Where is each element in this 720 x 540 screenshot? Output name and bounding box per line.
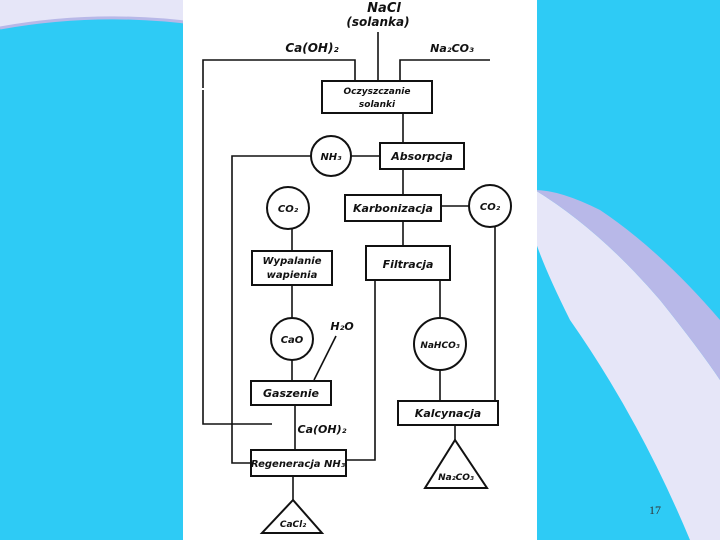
slaking-label: Gaszenie [263, 387, 319, 400]
right-swoosh [535, 190, 720, 540]
nh3-recycle-line [231, 155, 311, 464]
nh3-label: NH₃ [320, 152, 342, 163]
co2-left-circle [266, 186, 310, 230]
caoh2-return-line [202, 90, 272, 425]
solanka-label: (solanka) [346, 15, 409, 29]
caoh2-feed-line [202, 59, 356, 88]
soda-product-label: Na₂CO₃ [438, 473, 474, 483]
filtr-liquor-line [346, 280, 376, 461]
lime-burning-label-1: Wypalanie [263, 256, 322, 267]
co2-right-label: CO₂ [480, 202, 501, 213]
caoh2-mid-label: Ca(OH)₂ [298, 423, 347, 436]
purification-label-1: Oczyszczanie [344, 87, 411, 97]
nahco3-label: NaHCO₃ [420, 341, 459, 351]
slaking-box [250, 380, 332, 406]
cao-label: CaO [281, 335, 304, 346]
filtration-box [365, 245, 451, 281]
h2o-to-slaking-line [313, 335, 337, 381]
regeneration-box [250, 449, 347, 477]
nacl-label: NaCl [367, 1, 401, 16]
na2co3-feed-line [399, 59, 490, 80]
lime-burning-box [251, 250, 333, 286]
right-swoosh-shadow [535, 190, 720, 380]
caoh2-top-label: Ca(OH)₂ [285, 41, 339, 55]
regeneration-label: Regeneracja NH₃ [251, 459, 346, 470]
cacl2-product-triangle [259, 498, 325, 534]
calcination-label: Kalcynacja [415, 407, 481, 420]
lime-burning-label-2: wapienia [267, 270, 318, 281]
carbonization-box [344, 194, 442, 222]
purification-box [321, 80, 433, 114]
absorption-box [379, 142, 465, 170]
carbonization-label: Karbonizacja [353, 202, 433, 215]
cacl2-product-label: CaCl₂ [280, 520, 306, 530]
na2co3-top-label: Na₂CO₃ [430, 42, 474, 55]
top-left-swoosh [0, 0, 220, 28]
top-left-swoosh-edge [0, 16, 201, 30]
co2-left-label: CO₂ [278, 204, 299, 215]
calcination-box [397, 400, 499, 426]
soda-product-triangle [423, 438, 489, 489]
h2o-label: H₂O [330, 320, 353, 333]
filtration-label: Filtracja [383, 258, 434, 271]
absorption-label: Absorpcja [390, 150, 453, 163]
page-number: 17 [649, 503, 661, 517]
purification-label-2: solanki [359, 100, 396, 110]
